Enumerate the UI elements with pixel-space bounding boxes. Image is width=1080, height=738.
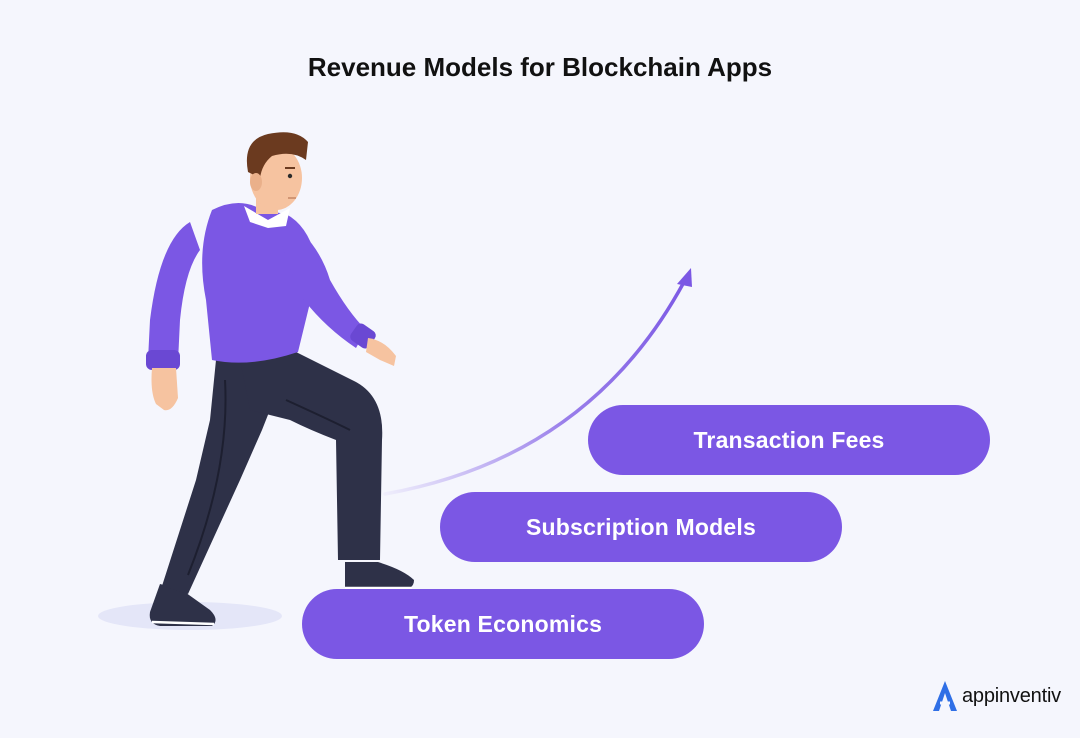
left-hand: [151, 368, 178, 411]
right-arm: [282, 216, 366, 348]
pants-front-leg: [240, 350, 383, 560]
appinventiv-logo-icon: [933, 681, 957, 711]
right-hand: [366, 338, 396, 366]
front-shoe: [345, 562, 414, 590]
walking-person-figure: [146, 132, 414, 626]
brand-logo: appinventiv: [932, 678, 1061, 714]
step-token-economics: Token Economics: [302, 589, 704, 659]
step-subscription-models: Subscription Models: [440, 492, 842, 562]
shirt-collar: [244, 206, 290, 228]
back-shoe: [149, 584, 216, 626]
arrow-head-icon: [677, 268, 692, 287]
step-transaction-fees: Transaction Fees: [588, 405, 990, 475]
page-title: Revenue Models for Blockchain Apps: [307, 52, 773, 82]
growth-arrow: [383, 268, 692, 496]
hair: [246, 132, 308, 178]
pants-back-leg: [162, 360, 288, 594]
left-arm: [148, 222, 200, 362]
brand-name: appinventiv: [962, 684, 1061, 707]
